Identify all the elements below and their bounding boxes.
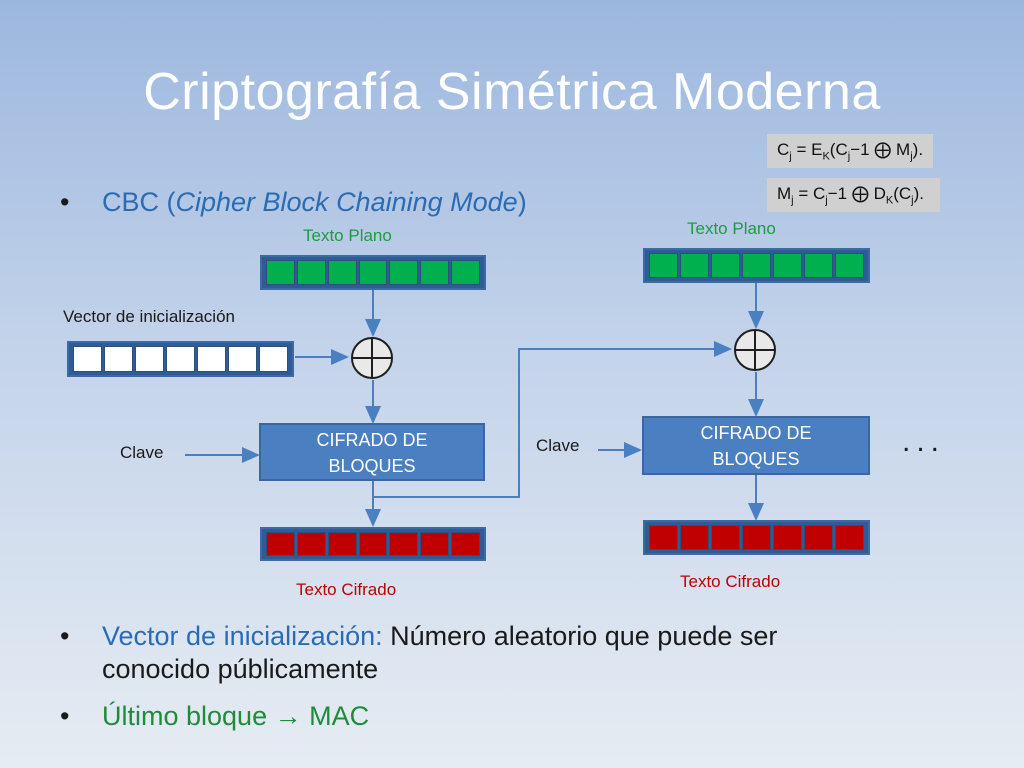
block	[773, 253, 802, 278]
block	[742, 253, 771, 278]
formula-sub: K	[822, 150, 830, 163]
block	[835, 253, 864, 278]
block	[773, 525, 802, 550]
arrow-right-icon: →	[274, 701, 302, 731]
bullet-mac-text: Último bloque	[102, 701, 275, 731]
bullet-cbc-text: CBC (	[102, 187, 176, 217]
block	[804, 525, 833, 550]
block	[680, 525, 709, 550]
formula-text: = C	[793, 184, 826, 203]
formula-text: M	[777, 184, 792, 203]
cipher-line1: CIFRADO DE	[700, 423, 812, 443]
plaintext-blocks-1	[260, 255, 486, 290]
block	[835, 525, 864, 550]
formula-sub: K	[885, 194, 894, 207]
block	[649, 253, 678, 278]
block	[104, 346, 133, 372]
bullet-cbc: • CBC (Cipher Block Chaining Mode)	[60, 186, 527, 219]
ciphertext-label-2: Texto Cifrado	[680, 572, 781, 591]
block	[742, 525, 771, 550]
block	[266, 532, 295, 556]
bullet-mac-end: MAC	[301, 701, 370, 731]
block	[358, 532, 388, 556]
block	[259, 346, 288, 372]
key-label-2: Clave	[536, 436, 580, 455]
block	[197, 346, 226, 372]
block	[327, 260, 357, 285]
slide-title: Criptografía Simétrica Moderna	[143, 63, 881, 121]
key-label-1: Clave	[120, 443, 164, 462]
formula-text: ).	[913, 184, 924, 203]
block	[296, 260, 326, 285]
formula-text: −1 ⨁ D	[827, 184, 886, 203]
plaintext-label-1: Texto Plano	[303, 226, 392, 245]
plaintext-label-2: Texto Plano	[687, 219, 776, 238]
formula-sub: j	[791, 194, 794, 207]
cipher-line1: CIFRADO DE	[316, 430, 428, 450]
block	[228, 346, 257, 372]
block	[711, 525, 740, 550]
block	[296, 532, 326, 556]
bullet-marker: •	[60, 701, 70, 731]
formula-text: C	[777, 140, 790, 159]
formula-text: (C	[829, 140, 848, 159]
ellipsis: ...	[902, 425, 946, 458]
iv-blocks	[67, 341, 294, 377]
bullet-iv-highlight: Vector de inicialización:	[102, 621, 383, 651]
formula-encrypt: Cj = EK(Cj−1 ⨁ Mj).	[767, 134, 934, 169]
bullet-mac: • Último bloque → MAC	[60, 700, 370, 733]
arrow-chain	[373, 341, 732, 498]
cipher-line2: BLOQUES	[328, 456, 416, 476]
bullet-cbc-end: )	[517, 187, 527, 217]
block	[135, 346, 164, 372]
block	[711, 253, 740, 278]
ciphertext-blocks-1	[260, 527, 486, 561]
formula-text: ).	[912, 140, 924, 159]
block	[389, 260, 419, 285]
block-cipher-2: CIFRADO DE BLOQUES	[642, 416, 870, 475]
block-cipher-1: CIFRADO DE BLOQUES	[259, 423, 485, 481]
xor-icon-2	[734, 329, 776, 371]
block	[649, 525, 678, 550]
formula-decrypt: Mj = Cj−1 ⨁ DK(Cj).	[767, 178, 940, 213]
cipher-line2: BLOQUES	[712, 449, 800, 469]
block	[451, 260, 481, 285]
formula-text: (C	[893, 184, 912, 203]
plaintext-blocks-2	[643, 248, 870, 283]
block	[420, 532, 450, 556]
formula-sub: j	[847, 150, 851, 163]
block	[804, 253, 833, 278]
block	[680, 253, 709, 278]
block	[73, 346, 102, 372]
formula-sub: j	[789, 150, 792, 163]
formula-text: = E	[791, 140, 823, 159]
formula-sub: j	[911, 194, 914, 207]
bullet-marker: •	[60, 187, 70, 217]
iv-label: Vector de inicialización	[63, 307, 235, 326]
formula-text: −1 ⨁ M	[850, 140, 911, 159]
block	[358, 260, 388, 285]
block	[166, 346, 195, 372]
formula-sub: j	[910, 150, 913, 163]
bullet-iv-rest: Número aleatorio que puede ser	[382, 621, 778, 651]
bullet-marker: •	[60, 621, 70, 651]
bullet-iv-line2: conocido públicamente	[102, 654, 379, 684]
formula-sub: j	[825, 194, 828, 207]
block	[389, 532, 419, 556]
xor-icon-1	[351, 337, 393, 379]
ciphertext-blocks-2	[643, 520, 870, 555]
block	[451, 532, 481, 556]
ciphertext-label-1: Texto Cifrado	[296, 580, 397, 599]
block	[420, 260, 450, 285]
bullet-cbc-italic: Cipher Block Chaining Mode	[175, 187, 518, 217]
block	[266, 260, 295, 285]
block	[327, 532, 357, 556]
bullet-iv: • Vector de inicialización: Número aleat…	[60, 620, 962, 686]
